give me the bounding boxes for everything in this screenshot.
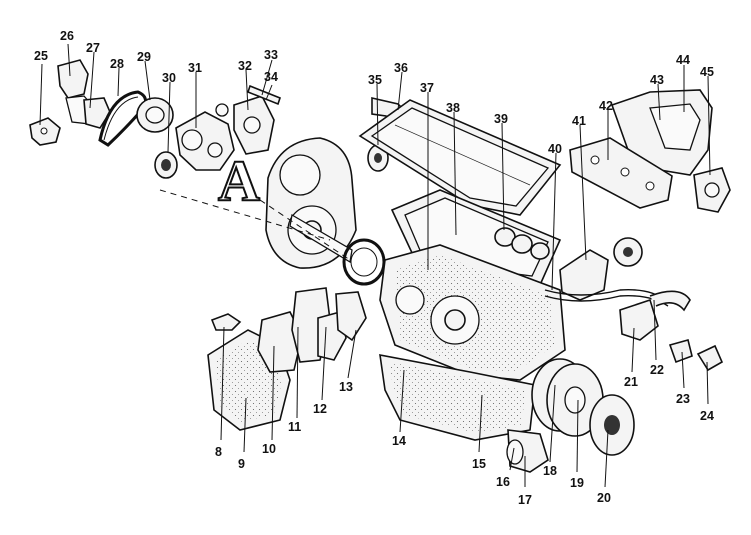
crank-pulley-30 bbox=[154, 151, 178, 179]
bracket-25 bbox=[29, 117, 61, 146]
callout-29: 29 bbox=[137, 50, 151, 64]
timing-tensioner-32 bbox=[233, 95, 275, 155]
clutch-disc-20 bbox=[589, 394, 635, 456]
callout-32: 32 bbox=[238, 59, 252, 73]
callout-labels: 8 9 10 11 12 13 14 15 16 17 18 19 20 21 … bbox=[34, 29, 714, 507]
callout-14: 14 bbox=[392, 434, 406, 448]
callout-44: 44 bbox=[676, 53, 690, 67]
manifold-gasket-42 bbox=[569, 137, 673, 209]
callout-11: 11 bbox=[288, 420, 301, 434]
cam-cover-39 bbox=[358, 99, 562, 216]
sender-24 bbox=[696, 344, 724, 372]
callout-26: 26 bbox=[60, 29, 74, 43]
thermostat-housing-21 bbox=[619, 298, 659, 341]
callout-31: 31 bbox=[188, 61, 202, 75]
callout-37: 37 bbox=[420, 81, 434, 95]
callout-23: 23 bbox=[676, 392, 690, 406]
callout-33: 33 bbox=[264, 48, 278, 62]
callout-19: 19 bbox=[570, 476, 584, 490]
sensor-23 bbox=[668, 339, 693, 364]
callout-20: 20 bbox=[597, 491, 611, 505]
callout-24: 24 bbox=[700, 409, 714, 423]
callout-28: 28 bbox=[110, 57, 124, 71]
callout-10: 10 bbox=[262, 442, 276, 456]
mount-bracket-10 bbox=[257, 311, 303, 373]
distributor-41 bbox=[559, 237, 643, 301]
bracket-13 bbox=[335, 291, 367, 342]
starter-16 bbox=[506, 429, 549, 473]
water-pump-31 bbox=[175, 111, 235, 171]
callout-17: 17 bbox=[518, 493, 532, 507]
callout-43: 43 bbox=[650, 73, 664, 87]
throttle-body-45 bbox=[693, 167, 731, 213]
callout-34: 34 bbox=[264, 70, 278, 84]
view-a-marker: A bbox=[218, 148, 260, 213]
callout-36: 36 bbox=[394, 61, 408, 75]
callout-41: 41 bbox=[572, 114, 586, 128]
callout-18: 18 bbox=[543, 464, 557, 478]
oil-pan-15 bbox=[379, 354, 536, 441]
callout-45: 45 bbox=[700, 65, 714, 79]
callout-40: 40 bbox=[548, 142, 562, 156]
callout-30: 30 bbox=[162, 71, 176, 85]
hose-22 bbox=[649, 290, 691, 312]
callout-39: 39 bbox=[494, 112, 508, 126]
callout-12: 12 bbox=[313, 402, 327, 416]
callout-42: 42 bbox=[599, 99, 613, 113]
callout-8: 8 bbox=[215, 445, 222, 459]
bracket-8 bbox=[210, 313, 242, 331]
engine-block-14 bbox=[379, 244, 566, 381]
callout-38: 38 bbox=[446, 101, 460, 115]
pulley-29 bbox=[136, 97, 174, 133]
callout-35: 35 bbox=[368, 73, 382, 87]
leader-lines bbox=[39, 43, 711, 488]
flywheel-18-19 bbox=[531, 358, 604, 437]
callout-27: 27 bbox=[86, 41, 100, 55]
callout-15: 15 bbox=[472, 457, 486, 471]
rods-33-34 bbox=[215, 84, 281, 117]
callout-9: 9 bbox=[238, 457, 245, 471]
timing-cover bbox=[265, 137, 357, 269]
engine-illustration: A bbox=[29, 59, 731, 473]
callout-16: 16 bbox=[496, 475, 510, 489]
callout-13: 13 bbox=[339, 380, 353, 394]
callout-22: 22 bbox=[650, 363, 664, 377]
callout-25: 25 bbox=[34, 49, 48, 63]
callout-21: 21 bbox=[624, 375, 638, 389]
